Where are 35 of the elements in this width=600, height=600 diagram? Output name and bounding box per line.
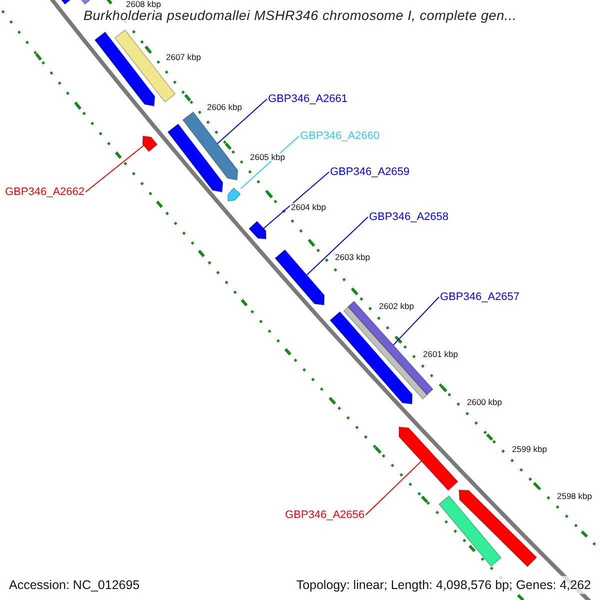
scale-label: 2602 kbp bbox=[378, 302, 415, 310]
gene-feature bbox=[167, 123, 224, 193]
gene-label: GBP346_A2659 bbox=[330, 166, 410, 178]
leader-line bbox=[216, 98, 268, 144]
gene-feature bbox=[274, 249, 325, 306]
leader-line bbox=[392, 296, 440, 346]
leader-line bbox=[85, 144, 145, 192]
gene-label: GBP346_A2662 bbox=[5, 186, 85, 198]
scale-label: 2599 kbp bbox=[511, 444, 548, 453]
gene-feature bbox=[398, 426, 458, 492]
gene-feature bbox=[438, 495, 502, 567]
gene-feature bbox=[142, 135, 158, 152]
gene-label: GBP346_A2661 bbox=[268, 94, 348, 104]
gene-feature bbox=[228, 187, 241, 202]
gene-label: GBP346_A2660 bbox=[300, 130, 380, 142]
gene-feature bbox=[248, 220, 266, 240]
leader-line bbox=[263, 172, 330, 229]
gene-label: GBP346_A2658 bbox=[369, 212, 449, 222]
scale-label: 2598 kbp bbox=[556, 492, 593, 500]
gene-feature bbox=[329, 311, 413, 405]
scale-label: 2605 kbp bbox=[249, 152, 286, 161]
scale-label: 2600 kbp bbox=[466, 398, 503, 406]
gene-feature bbox=[182, 111, 238, 181]
leader-line bbox=[240, 136, 300, 190]
gene-feature bbox=[94, 31, 156, 107]
leader-line bbox=[306, 216, 368, 276]
scale-label: 2601 kbp bbox=[422, 350, 459, 358]
scale-label: 2607 kbp bbox=[165, 52, 202, 61]
gene-feature bbox=[458, 489, 538, 568]
scale-label: 2606 kbp bbox=[206, 102, 243, 111]
scale-label: 2604 kbp bbox=[290, 202, 327, 211]
gene-label: GBP346_A2656 bbox=[285, 510, 365, 520]
scale-label: 2603 kbp bbox=[334, 252, 371, 261]
leader-line bbox=[365, 460, 422, 516]
gene-label: GBP346_A2657 bbox=[440, 292, 520, 302]
